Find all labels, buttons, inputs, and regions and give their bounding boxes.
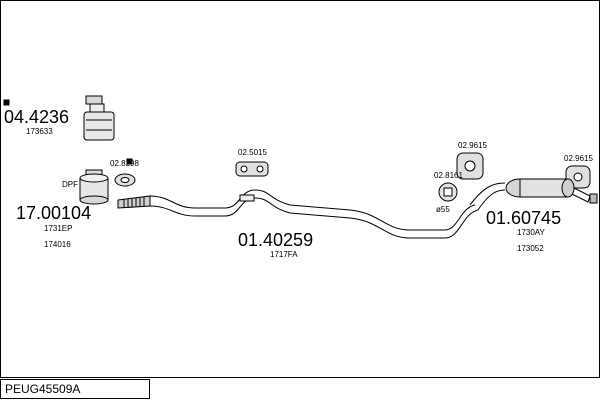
part-01-60745-drawing [469, 178, 598, 211]
part-label-02-5015: 02.5015 [238, 148, 267, 157]
part-02-8298-drawing [114, 173, 136, 187]
part-size-o55: ø55 [436, 205, 450, 214]
flex-pipe-drawing [117, 195, 151, 209]
part-label-02-9615-left: 02.9615 [458, 141, 487, 150]
part-02-5015-drawing [235, 161, 269, 177]
part-04-4236-drawing [83, 95, 115, 141]
marker-square-dpf [126, 158, 133, 165]
part-label-02-8161: 02.8161 [434, 171, 463, 180]
part-label-01-40259: 01.40259 [238, 230, 314, 250]
part-label-02-9615-right: 02.9615 [564, 154, 593, 163]
part-ref-173052: 173052 [517, 244, 544, 253]
part-label-02-8298: 02.8298 [110, 159, 139, 168]
marker-square-top [3, 99, 10, 106]
exhaust-diagram [3, 95, 598, 239]
part-ref-173633: 173633 [26, 127, 53, 136]
main-pipe-drawing [149, 189, 479, 239]
part-17-00104-drawing [79, 169, 109, 205]
part-ref-1717fa: 1717FA [270, 250, 298, 259]
part-label-01-60745: 01.60745 [486, 208, 562, 228]
part-tag-dpf: DPF [62, 180, 78, 189]
part-label-04-4236: 04.4236 [4, 107, 70, 127]
part-ref-1731ep: 1731EP [44, 224, 73, 233]
part-label-17-00104: 17.00104 [16, 203, 92, 223]
part-ref-174016: 174016 [44, 240, 71, 249]
part-02-8161-drawing [438, 182, 458, 202]
part-ref-1730ay: 1730AY [517, 228, 545, 237]
diagram-code: PEUG45509A [0, 379, 150, 399]
part-02-9615-left-drawing [456, 152, 484, 180]
